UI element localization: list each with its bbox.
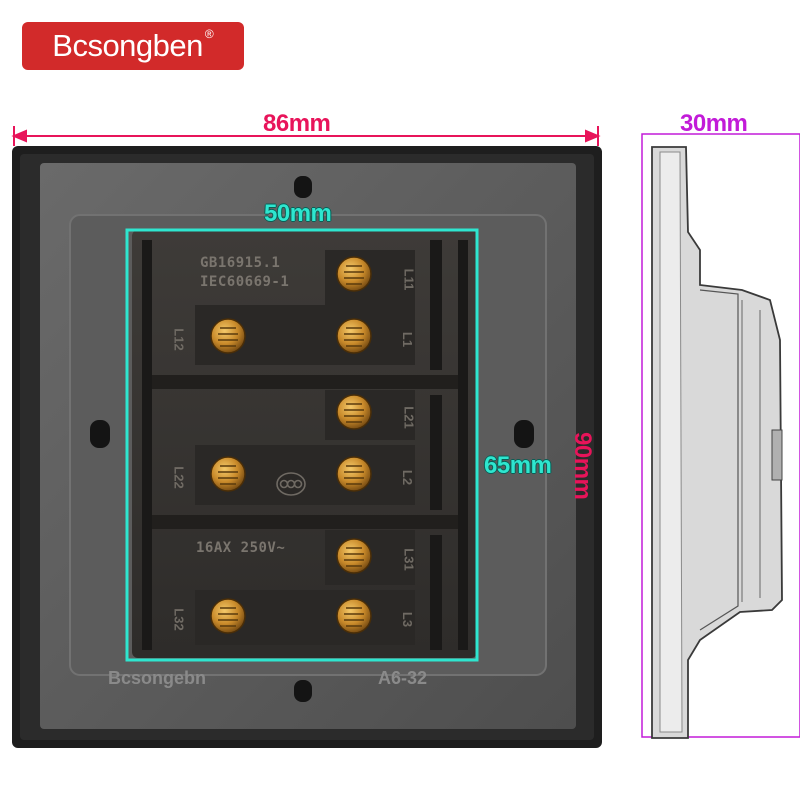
brand-name: Bcsongben xyxy=(52,28,203,63)
ccc-mark xyxy=(276,472,306,496)
plate-brand-mark: Bcsongebn xyxy=(108,668,207,688)
brand-badge: Bcsongben ® xyxy=(22,22,244,70)
registered-mark: ® xyxy=(204,27,214,41)
terminal-label-l21: L21 xyxy=(401,406,417,429)
terminal-label-l22: L22 xyxy=(171,466,187,489)
terminal-label-l1: L1 xyxy=(400,331,416,348)
terminal-label-l31: L31 xyxy=(401,548,417,571)
rating-text: 16AX 250V~ xyxy=(196,540,286,556)
module-width-label: 50mm xyxy=(264,200,332,227)
terminal-label-l32: L32 xyxy=(171,608,187,631)
width-dimension-line xyxy=(11,126,601,146)
width-dimension-label: 86mm xyxy=(263,110,331,137)
terminal-label-l2: L2 xyxy=(400,469,416,486)
module-height-label: 65mm xyxy=(484,452,552,479)
height-dimension-label: 90mm xyxy=(569,432,596,500)
standard-gb-text: GB16915.1 xyxy=(200,255,281,271)
plate-model-number: A6-32 xyxy=(378,668,428,688)
terminal-label-l3: L3 xyxy=(400,611,416,628)
terminal-label-l11: L11 xyxy=(401,268,417,291)
depth-dimension-label: 30mm xyxy=(680,110,748,137)
side-profile xyxy=(641,133,800,739)
module-outline xyxy=(125,228,479,662)
terminal-label-l12: L12 xyxy=(171,328,187,351)
brass-terminals xyxy=(210,256,372,634)
standard-iec-text: IEC60669-1 xyxy=(200,274,290,290)
screw-slots xyxy=(90,176,534,702)
